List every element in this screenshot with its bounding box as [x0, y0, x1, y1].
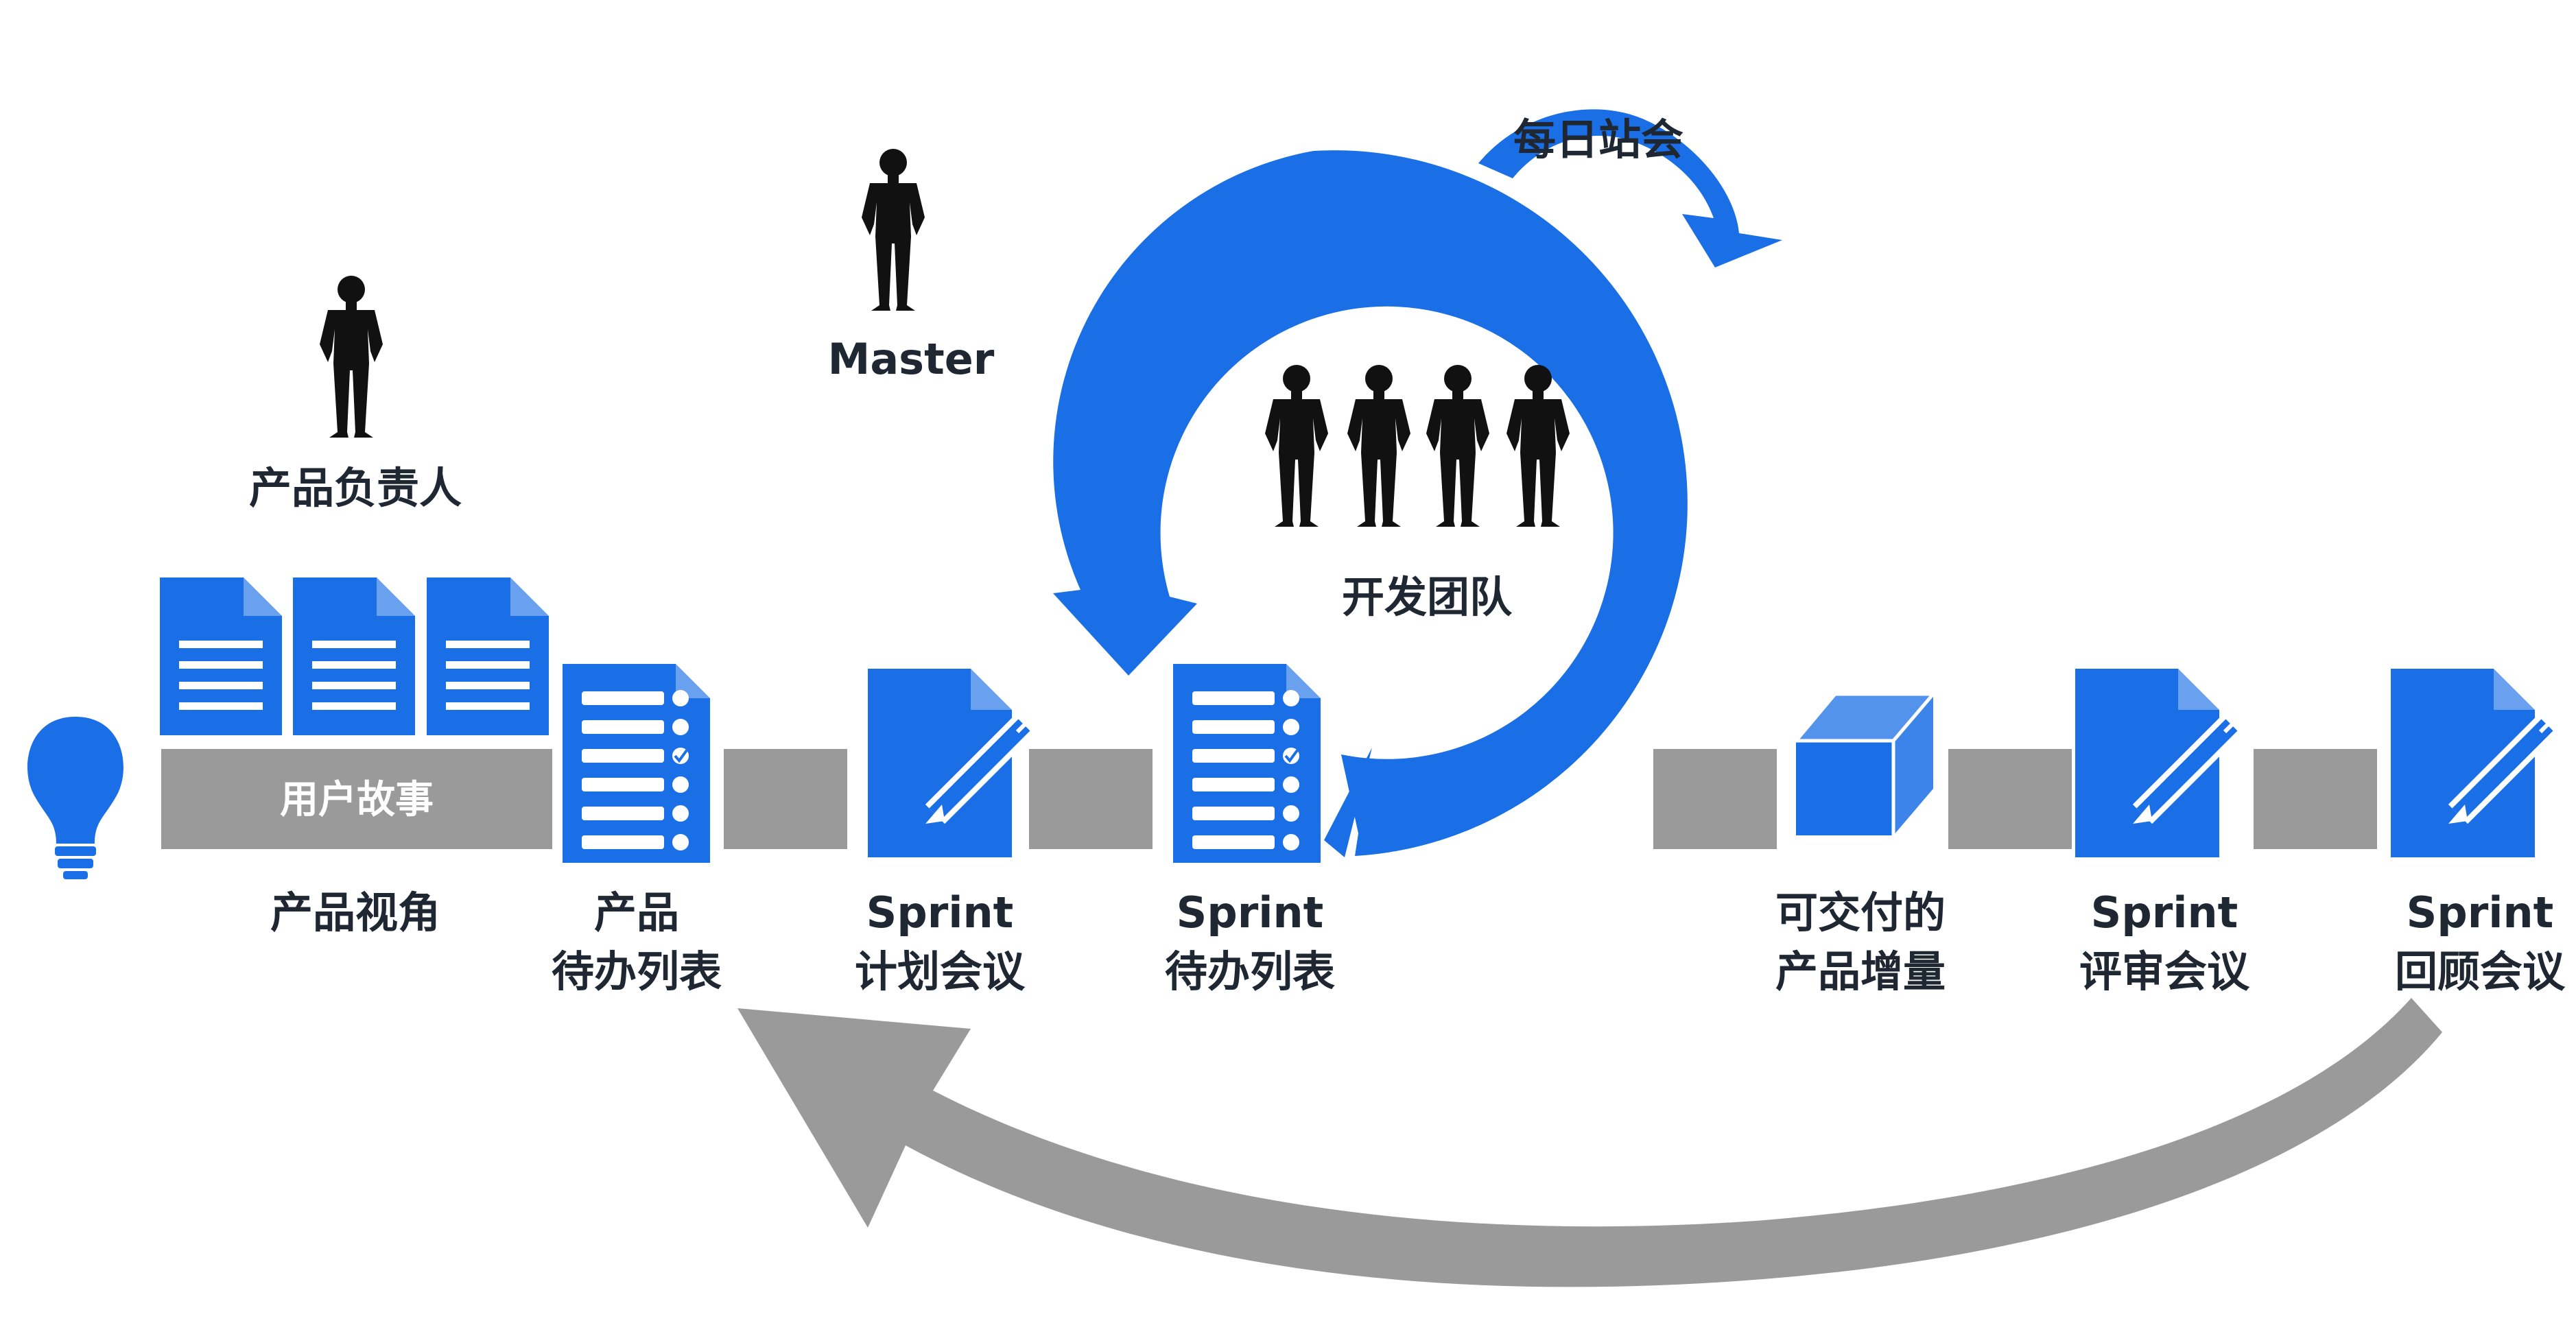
- product-owner-person-silhouette-icon: [320, 276, 383, 438]
- product-backlog-label-line1: 产品: [594, 888, 679, 938]
- document-icon: [160, 577, 282, 735]
- product-backlog-label-line2: 待办列表: [552, 946, 722, 997]
- sprint-planning-label-line2: 计划会议: [855, 946, 1026, 997]
- dev-team-person-silhouette-icon: [1347, 365, 1410, 527]
- product-backlog-checklist-icon: [561, 663, 711, 864]
- sprint-review-document-edit-icon: [2075, 669, 2236, 857]
- connector-review-retro: [2254, 749, 2377, 849]
- connector-backlog-planning: [724, 749, 847, 849]
- document-icon: [293, 577, 415, 735]
- sprint-cycle-arrowhead: [1324, 748, 1372, 857]
- dev-team-label: 开发团队: [1342, 572, 1513, 622]
- increment-label-line2: 产品增量: [1775, 946, 1946, 997]
- increment-label-line1: 可交付的: [1775, 888, 1946, 938]
- sprint-retro-label-line2: 回顾会议: [2395, 946, 2566, 997]
- master-label: Master: [828, 334, 995, 384]
- user-story-band: [161, 749, 552, 849]
- connector-increment-review: [1948, 749, 2072, 849]
- sprint-planning-document-edit-icon: [868, 669, 1028, 857]
- daily-standup-label: 每日站会: [1513, 115, 1683, 165]
- sprint-retro-document-edit-icon: [2391, 669, 2551, 857]
- sprint-backlog-label-line2: 待办列表: [1165, 946, 1335, 997]
- document-icon: [427, 577, 549, 735]
- user-stories-label: 用户故事: [280, 778, 434, 822]
- sprint-backlog-label-line1: Sprint: [1177, 888, 1324, 938]
- dev-team-person-silhouette-icon: [1265, 365, 1328, 527]
- feedback-arrow: [737, 998, 2442, 1287]
- sprint-retro-label-line1: Sprint: [2407, 888, 2554, 938]
- daily-standup-arrow: [1478, 109, 1782, 267]
- connector-increment-left: [1653, 749, 1777, 849]
- dev-team-person-silhouette-icon: [1426, 365, 1489, 527]
- connector-planning-sprint-backlog: [1029, 749, 1153, 849]
- lightbulb-icon: [27, 717, 123, 879]
- sprint-backlog-checklist-icon: [1172, 663, 1322, 864]
- product-owner-label: 产品负责人: [249, 463, 462, 513]
- product-vision-label: 产品视角: [270, 888, 440, 938]
- cube-icon: [1792, 692, 1937, 835]
- sprint-planning-label-line1: Sprint: [866, 888, 1014, 938]
- dev-team-person-silhouette-icon: [1506, 365, 1570, 527]
- sprint-cycle-arrow: [1053, 150, 1688, 857]
- scrum-master-person-silhouette-icon: [862, 149, 925, 311]
- sprint-review-label-line2: 评审会议: [2079, 946, 2250, 997]
- sprint-review-label-line1: Sprint: [2091, 888, 2238, 938]
